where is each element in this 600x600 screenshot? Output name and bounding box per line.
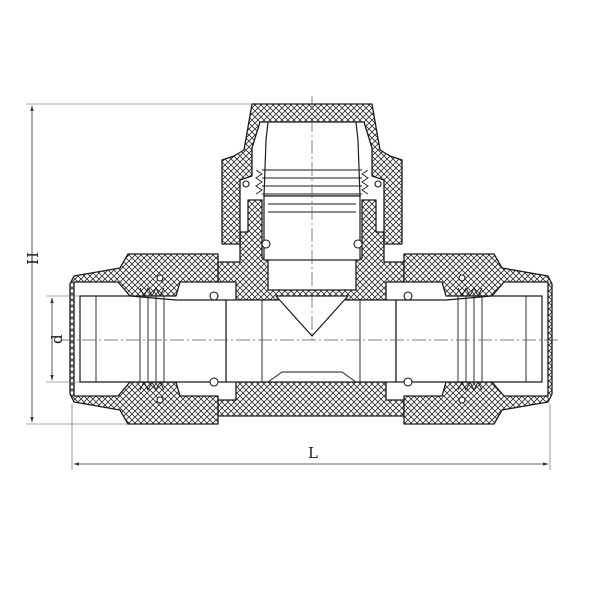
tee-body [217,199,405,417]
top-oring-right [353,239,363,249]
right-insert [395,295,543,383]
dimension-label-L: L [308,444,318,462]
top-nut [221,103,403,245]
dimension-L: L [71,404,551,470]
dimension-label-H: H [24,252,42,265]
right-branch [395,253,553,425]
left-branch [69,253,227,425]
dimension-H: H [24,103,252,425]
body-shell-bottom [217,381,405,417]
right-threads [457,286,483,392]
dimension-d: d [46,295,80,383]
dimension-label-d: d [48,334,66,344]
left-insert [79,295,227,383]
top-oring-left [261,239,271,249]
center-lines [60,96,560,341]
left-threads [139,286,165,392]
